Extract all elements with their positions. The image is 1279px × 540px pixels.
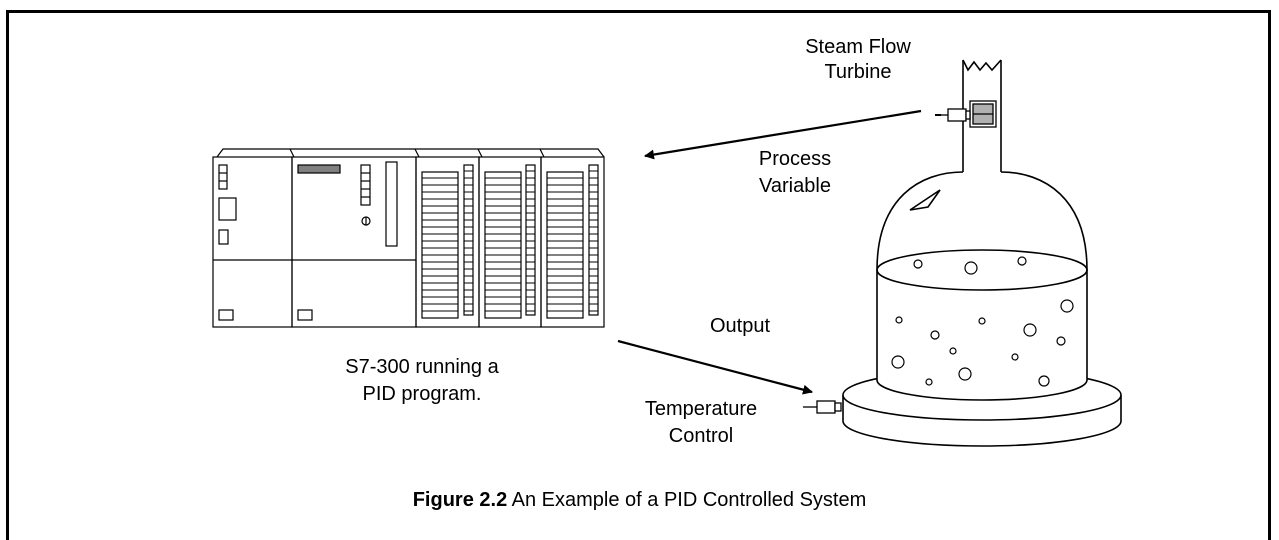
figure-caption: Figure 2.2 An Example of a PID Controlle… [0, 488, 1279, 512]
cpu-module [291, 156, 417, 328]
bubble [925, 378, 933, 386]
label-turbine: Turbine [824, 61, 892, 83]
io-module-3 [540, 156, 605, 328]
label-s7-line2: PID program. [362, 383, 482, 405]
bubble [1056, 336, 1066, 346]
bubble [891, 355, 905, 369]
label-control: Control [668, 425, 734, 447]
figure-number: Figure 2.2 [412, 489, 508, 511]
bubble [913, 259, 923, 269]
bubble [1060, 299, 1074, 313]
label-s7-line1: S7-300 running a [345, 356, 499, 378]
label-output: Output [709, 315, 771, 337]
label-process: Process [758, 148, 832, 170]
bubble [1011, 353, 1019, 361]
turbine-sensor [935, 100, 997, 128]
bubble [1023, 323, 1037, 337]
bubble [964, 261, 978, 275]
bubble [930, 330, 940, 340]
temperature-connector [803, 400, 842, 414]
bubble [958, 367, 972, 381]
bubbles [891, 256, 1074, 387]
bubble [1017, 256, 1027, 266]
output-arrow [617, 339, 813, 395]
io-module-2 [478, 156, 542, 328]
bubble [1038, 375, 1050, 387]
label-steam-flow: Steam Flow [805, 36, 911, 58]
io-module-1 [415, 156, 480, 328]
power-supply-module [212, 156, 293, 328]
bubble [949, 347, 957, 355]
plc-rack [212, 148, 605, 328]
tank [842, 59, 1122, 447]
figure-caption-text: An Example of a PID Controlled System [511, 489, 867, 511]
label-variable: Variable [759, 175, 831, 197]
bubble [895, 316, 903, 324]
label-temperature: Temperature [644, 398, 758, 420]
bubble [978, 317, 986, 325]
process-variable-arrow [644, 109, 922, 160]
figure-frame [6, 10, 1271, 540]
